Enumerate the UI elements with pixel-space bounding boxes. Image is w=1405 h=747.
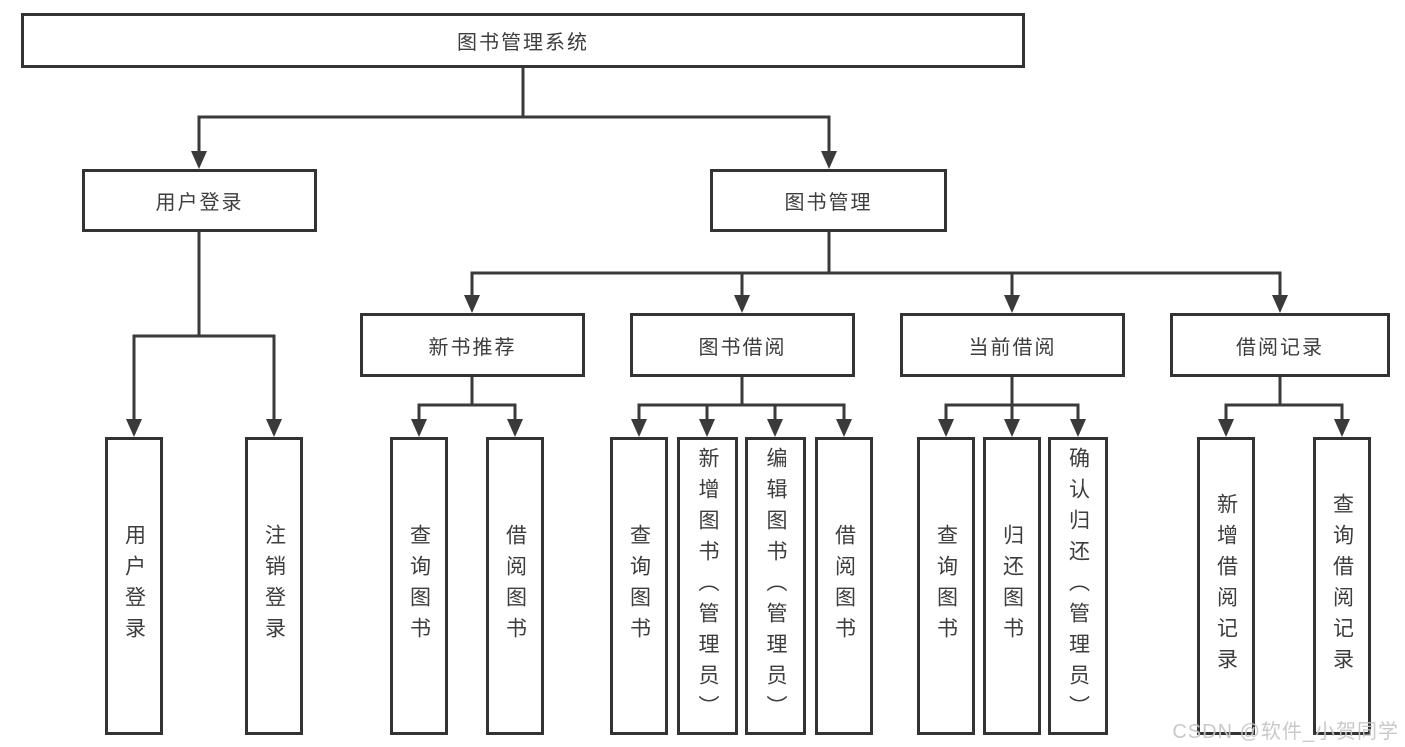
leaf-borrowing-borrow-books: 借阅图书	[815, 437, 873, 735]
leaf-borrowing-query-books-label: 查询图书	[627, 524, 651, 648]
leaf-current-query-books: 查询图书	[917, 437, 975, 735]
node-user-login-label: 用户登录	[155, 192, 244, 214]
connector-user-login-children	[126, 232, 282, 437]
connector-new-book-children	[411, 377, 523, 437]
node-book-management-label: 图书管理	[784, 192, 873, 214]
leaf-add-books-admin-label: 新增图书（管理员）	[696, 446, 719, 726]
leaf-current-query-books-label: 查询图书	[934, 524, 958, 648]
node-user-login: 用户登录	[82, 169, 317, 232]
leaf-newbook-query-books-label: 查询图书	[407, 524, 431, 648]
node-borrow-records: 借阅记录	[1170, 313, 1390, 377]
leaf-newbook-query-books: 查询图书	[390, 437, 448, 735]
leaf-edit-books-admin-label: 编辑图书（管理员）	[764, 446, 787, 726]
node-current-borrowing-label: 当前借阅	[968, 336, 1057, 359]
csdn-watermark: CSDN @软件_小贺同学	[1172, 721, 1399, 743]
node-book-borrowing: 图书借阅	[630, 313, 855, 377]
leaf-confirm-return-admin-label: 确认归还（管理员）	[1066, 446, 1090, 726]
leaf-add-borrow-record-label: 新增借阅记录	[1214, 493, 1238, 679]
node-system-root: 图书管理系统	[21, 13, 1025, 68]
node-new-book-recommend-label: 新书推荐	[428, 336, 517, 359]
node-new-book-recommend: 新书推荐	[360, 313, 585, 377]
leaf-add-borrow-record: 新增借阅记录	[1197, 437, 1255, 735]
node-borrow-records-label: 借阅记录	[1236, 336, 1324, 359]
leaf-query-borrow-record: 查询借阅记录	[1313, 437, 1371, 735]
leaf-logout: 注销登录	[245, 437, 303, 735]
leaf-user-login-label: 用户登录	[122, 524, 146, 648]
leaf-add-books-admin: 新增图书（管理员）	[677, 437, 738, 735]
leaf-confirm-return-admin: 确认归还（管理员）	[1048, 437, 1108, 735]
node-book-borrowing-label: 图书借阅	[698, 336, 787, 359]
leaf-newbook-borrow-books: 借阅图书	[486, 437, 544, 735]
connector-root-to-level1	[191, 68, 837, 169]
node-current-borrowing: 当前借阅	[900, 313, 1125, 377]
leaf-edit-books-admin: 编辑图书（管理员）	[745, 437, 806, 735]
leaf-logout-label: 注销登录	[262, 524, 286, 648]
node-book-management: 图书管理	[710, 169, 947, 232]
leaf-return-books-label: 归还图书	[1000, 524, 1024, 648]
leaf-borrowing-borrow-books-label: 借阅图书	[832, 524, 856, 648]
node-system-root-label: 图书管理系统	[457, 32, 589, 54]
leaf-return-books: 归还图书	[983, 437, 1041, 735]
leaf-borrowing-query-books: 查询图书	[610, 437, 668, 735]
leaf-query-borrow-record-label: 查询借阅记录	[1330, 493, 1354, 679]
connector-book-mgmt-to-level2	[464, 232, 1288, 313]
leaf-newbook-borrow-books-label: 借阅图书	[503, 524, 527, 648]
leaf-user-login: 用户登录	[105, 437, 163, 735]
connector-borrow-records-children	[1218, 377, 1350, 437]
connector-book-borrow-children	[631, 377, 852, 437]
connector-current-borrow-children	[938, 377, 1086, 437]
